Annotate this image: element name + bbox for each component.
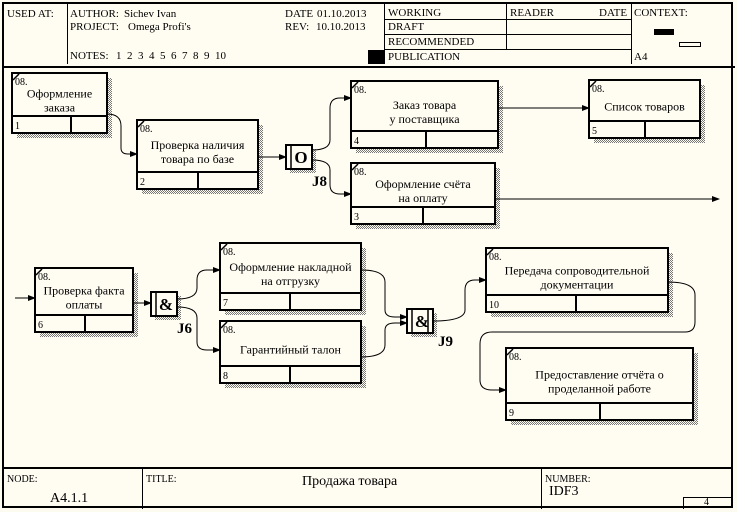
author-label: AUTHOR: [70,8,119,20]
box-title-line: на отгрузку [261,274,320,288]
box-title-line: Гарантийный талон [240,343,342,357]
box-number: 1 [15,121,20,132]
precedence-link[interactable] [479,281,696,393]
node-label: NODE: [7,474,38,485]
box-title-line: Заказ товара [393,98,457,112]
box-title-line: Оформление счёта [375,177,471,191]
box-ref: 08. [15,77,28,88]
uow-box-10[interactable]: 08. 10 Передача сопроводительнойдокументац… [485,247,669,313]
rev-value: 10.10.2013 [316,21,366,33]
box-ref: 08. [592,84,605,95]
reader-label: READER [510,7,554,19]
junction-j6[interactable]: &J6 [150,291,193,337]
publication-marker [368,50,384,64]
junction-symbol: & [415,312,429,331]
box-title-line: у поставщика [389,112,460,126]
box-title-line: Список товаров [604,100,685,114]
box-title-line: Проверка факта [43,284,125,298]
precedence-link[interactable] [176,267,221,300]
box-number: 4 [354,136,359,147]
box-number: 9 [509,408,514,419]
box-title-line: товара по базе [161,152,234,166]
box-title-line: Предоставление отчёта о [535,368,663,382]
box-title-line: оплаты [66,298,103,312]
author-value: Sichev Ivan [124,8,177,20]
junction-j8[interactable]: O J8 [285,144,327,190]
box-ref: 08. [38,272,51,283]
date-value: 01.10.2013 [317,8,367,20]
junction-symbol: O [294,148,307,167]
used-at-label: USED AT: [7,8,54,20]
box-title-line: заказа [44,101,76,115]
box-title-line: документации [541,278,615,292]
box-ref: 08. [354,85,367,96]
box-ref: 08. [489,252,502,263]
box-number: 6 [38,320,43,331]
number-value: IDF3 [549,484,579,499]
box-number: 3 [354,212,359,223]
uow-box-8[interactable]: 08. 8 Гарантийный талон [219,320,362,384]
precedence-link[interactable] [106,113,138,157]
context-node: A4 [634,51,648,63]
box-number: 5 [592,126,597,137]
box-ref: 08. [354,167,367,178]
diagram-title: Продажа товара [302,474,398,489]
context-label: CONTEXT: [634,7,688,19]
junction-label: J9 [438,334,453,350]
status-draft: DRAFT [388,21,425,33]
status-working: WORKING [388,7,442,19]
box-title-line: Оформление [27,87,92,101]
box-number: 8 [223,371,228,382]
node-value: A4.1.1 [50,491,89,506]
box-title-line: на оплату [398,191,447,205]
header-block: USED AT: AUTHOR: Sichev Ivan PROJECT: Om… [4,4,735,68]
box-number: 2 [140,177,145,188]
context-parent-icon [654,29,674,35]
box-title-line: Проверка наличия [151,138,245,152]
notes-value: 1 2 3 4 5 6 7 8 9 10 [116,50,226,62]
notes-label: NOTES: [70,50,109,62]
precedence-link[interactable] [360,269,408,320]
box-title-line: Оформление накладной [229,260,352,274]
page-number: 4 [704,497,709,508]
context-sibling-icon [679,42,701,47]
precedence-link[interactable] [360,320,408,358]
box-ref: 08. [140,124,153,135]
project-value: Omega Profi's [128,21,191,33]
precedence-link[interactable] [311,95,352,151]
junction-j9[interactable]: &J9 [406,308,453,350]
box-ref: 08. [223,247,236,258]
box-ref: 08. [223,325,236,336]
box-ref: 08. [509,352,522,363]
box-title-line: Передача сопроводительной [505,264,650,278]
junction-label: J6 [177,321,193,337]
number-label: NUMBER: [545,474,591,485]
precedence-link[interactable] [176,306,221,353]
box-title-line: проделанной работе [548,382,651,396]
precedence-link[interactable] [432,277,487,322]
box-number: 10 [489,300,499,311]
uow-box-5[interactable]: 08. 5 Список товаров [588,79,701,139]
date-label: DATE [285,8,314,20]
junction-label: J8 [312,174,327,190]
title-label: TITLE: [146,474,177,485]
box-number: 7 [223,298,228,309]
status-publication: PUBLICATION [388,51,461,63]
status-recommended: RECOMMENDED [388,36,475,48]
footer-block: NODE: A4.1.1 TITLE: Продажа товара NUMBE… [4,467,731,509]
project-label: PROJECT: [70,21,119,33]
rev-label: REV: [285,21,310,33]
reader-date-label: DATE [599,7,628,19]
junction-symbol: & [159,295,173,314]
precedence-link[interactable] [311,159,352,197]
